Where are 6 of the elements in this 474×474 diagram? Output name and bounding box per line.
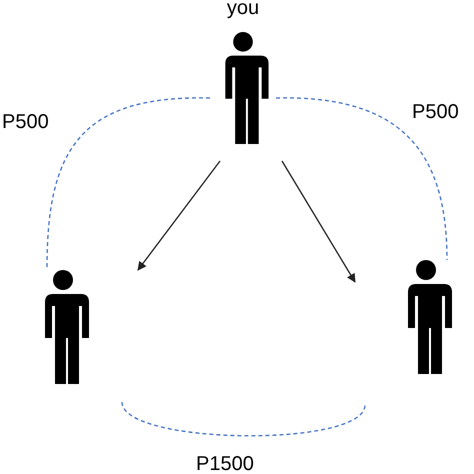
- dashed-curve: [46, 97, 210, 268]
- person-label: you: [226, 0, 260, 20]
- arrow: [137, 160, 221, 271]
- dashed-curve: [121, 402, 366, 436]
- dashed-curve: [276, 97, 448, 260]
- arrow: [281, 160, 356, 283]
